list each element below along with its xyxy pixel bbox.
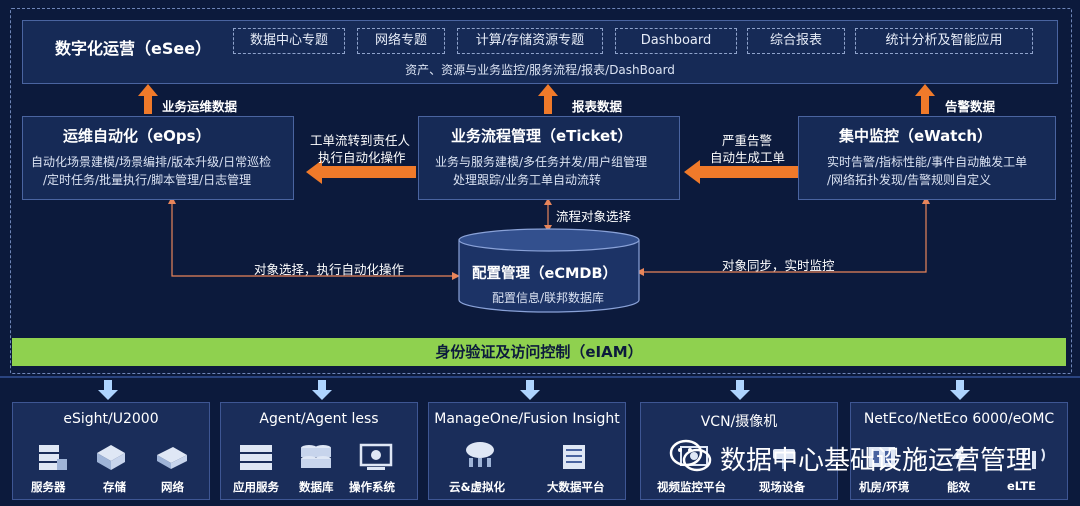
- caption-video: 视频监控平台: [657, 480, 726, 494]
- up-label-eops: 业务运维数据: [162, 99, 238, 114]
- caption-bigdata: 大数据平台: [547, 480, 605, 494]
- eticket-line-1: 处理跟踪/业务工单自动流转: [453, 173, 602, 187]
- arrow-right-label-0: 严重告警: [722, 133, 773, 148]
- arrow-eticket-to-eops: [306, 160, 416, 184]
- bottom-box-esight: eSight/U2000 服务器 存储 网络: [12, 402, 210, 500]
- cmdb-title: 配置管理（eCMDB）: [472, 266, 617, 282]
- platform-frame: [10, 8, 1072, 374]
- cmdb-subtitle: 配置信息/联邦数据库: [492, 291, 605, 305]
- arrow-left-label-1: 执行自动化操作: [318, 150, 406, 165]
- arrow-left-label-0: 工单流转到责任人: [310, 133, 411, 148]
- caption-database: 数据库: [299, 480, 334, 494]
- eticket-box: 业务流程管理（eTicket） 业务与服务建模/多任务并发/用户组管理 处理跟踪…: [418, 116, 680, 200]
- up-arrow-ewatch: [915, 84, 935, 114]
- bottom-title-esight: eSight/U2000: [63, 411, 159, 427]
- right-conn-label: 对象同步，实时监控: [722, 258, 835, 273]
- server-icon: [39, 445, 67, 470]
- bigdata-icon: [563, 445, 585, 469]
- bottom-title-neteco: NetEco/NetEco 6000/eOMC: [863, 411, 1055, 427]
- eops-box: 运维自动化（eOps） 自动化场景建模/场景编排/版本升级/日常巡检 /定时任务…: [22, 116, 294, 200]
- caption-os: 操作系统: [349, 480, 395, 494]
- esee-box: 数字化运营（eSee） 数据中心专题 网络专题 计算/存储资源专题 Dashbo…: [22, 20, 1058, 84]
- storage-icon: [97, 445, 125, 470]
- esee-tag-3: Dashboard: [615, 28, 737, 54]
- bottom-title-agent: Agent/Agent less: [259, 411, 379, 427]
- arrow-right-label-1: 自动生成工单: [710, 150, 786, 165]
- caption-cloud: 云&虚拟化: [449, 480, 506, 494]
- up-label-eticket: 报表数据: [572, 99, 623, 114]
- bottom-box-vcn: VCN/摄像机 视频监控平台 现场设备: [640, 402, 838, 500]
- cloud-icon: [466, 442, 494, 467]
- caption-network: 网络: [161, 480, 184, 494]
- up-arrow-eticket: [538, 84, 558, 114]
- esee-subtitle: 资产、资源与业务监控/服务流程/报表/DashBoard: [405, 63, 675, 77]
- cmdb-cylinder: [458, 228, 640, 313]
- conn-ewatch-cmdb: [640, 200, 927, 273]
- caption-room: 机房/环境: [859, 480, 910, 494]
- bottom-box-neteco: NetEco/NetEco 6000/eOMC 机房/环境 能效 eLTE: [850, 402, 1068, 500]
- caption-storage: 存储: [103, 480, 126, 494]
- ewatch-line-1: /网络拓扑发现/告警规则自定义: [827, 173, 992, 187]
- eticket-title: 业务流程管理（eTicket）: [451, 127, 633, 145]
- iam-label: 身份验证及访问控制（eIAM）: [435, 343, 643, 361]
- divider: [0, 376, 1080, 378]
- bottom-box-manageone: ManageOne/Fusion Insight 云&虚拟化 大数据平台: [428, 402, 626, 500]
- database-icon: [301, 445, 331, 468]
- left-conn-label: 对象选择，执行自动化操作: [254, 262, 405, 277]
- esee-title: 数字化运营（eSee）: [55, 39, 212, 58]
- ewatch-line-0: 实时告警/指标性能/事件自动触发工单: [827, 155, 1028, 169]
- video-icon: [680, 446, 708, 466]
- energy-icon: [951, 445, 969, 469]
- os-icon: [359, 443, 393, 470]
- esee-tag-0: 数据中心专题: [233, 28, 345, 54]
- ewatch-title: 集中监控（eWatch）: [839, 127, 993, 145]
- eops-title: 运维自动化（eOps）: [63, 127, 211, 145]
- esee-tag-5: 统计分析及智能应用: [855, 28, 1033, 54]
- caption-server: 服务器: [31, 480, 66, 494]
- app-service-icon: [240, 445, 272, 470]
- caption-field-device: 现场设备: [759, 480, 805, 494]
- arrow-ewatch-to-eticket: [684, 160, 798, 184]
- caption-energy: 能效: [947, 480, 970, 494]
- watermark-text: 数据中心基础设施运营管理: [720, 446, 1033, 476]
- down-arrows: [98, 380, 970, 400]
- elte-icon: [1023, 448, 1045, 469]
- up-arrow-eops: [138, 84, 158, 114]
- esee-tag-2: 计算/存储资源专题: [457, 28, 603, 54]
- bottom-title-vcn: VCN/摄像机: [700, 414, 778, 430]
- room-icon: [869, 447, 895, 467]
- caption-app-service: 应用服务: [233, 480, 279, 494]
- ewatch-box: 集中监控（eWatch） 实时告警/指标性能/事件自动触发工单 /网络拓扑发现/…: [798, 116, 1056, 200]
- eticket-line-0: 业务与服务建模/多任务并发/用户组管理: [435, 155, 648, 169]
- esee-tag-4: 综合报表: [747, 28, 845, 54]
- eops-line-0: 自动化场景建模/场景编排/版本升级/日常巡检: [31, 155, 272, 169]
- caption-elte: eLTE: [1007, 479, 1036, 493]
- bottom-box-agent: Agent/Agent less 应用服务 数据库 操作系统: [220, 402, 418, 500]
- esee-tag-1: 网络专题: [357, 28, 445, 54]
- flow-label: 流程对象选择: [556, 209, 632, 224]
- bottom-title-manageone: ManageOne/Fusion Insight: [434, 411, 620, 427]
- wechat-icon: [669, 439, 712, 472]
- iam-bar: 身份验证及访问控制（eIAM）: [12, 338, 1066, 366]
- field-device-icon: [773, 449, 795, 469]
- network-icon: [157, 447, 187, 469]
- up-label-ewatch: 告警数据: [945, 99, 996, 114]
- conn-eops-cmdb: [171, 200, 456, 277]
- eops-line-1: /定时任务/批量执行/脚本管理/日志管理: [43, 173, 252, 187]
